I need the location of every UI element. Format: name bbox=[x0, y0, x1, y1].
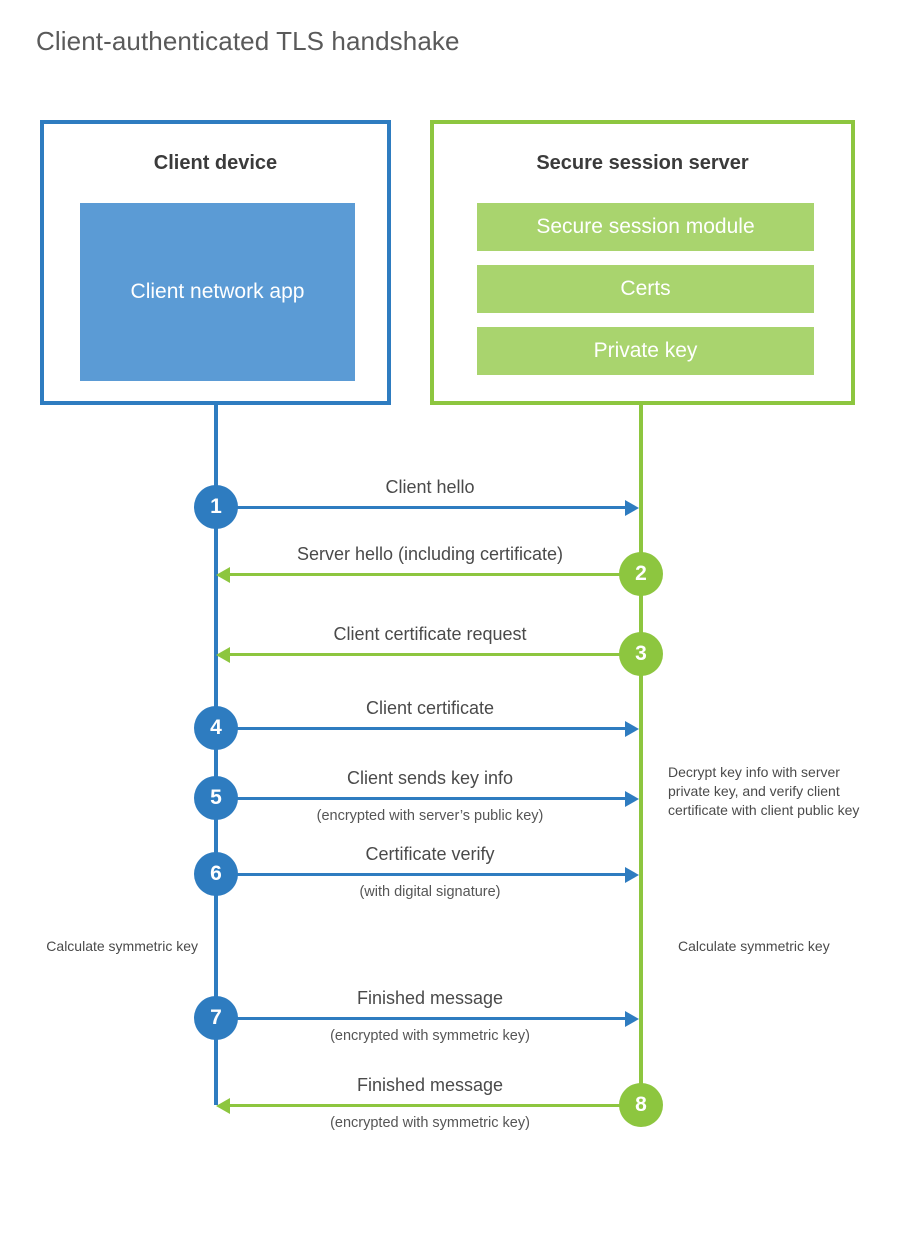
step-badge-6[interactable]: 6 bbox=[194, 852, 238, 896]
step-4-arrow-shaft bbox=[216, 727, 625, 730]
step-6-arrow-head-icon bbox=[625, 867, 639, 883]
client-lifeline bbox=[214, 405, 218, 1105]
server-calculate-symmetric-key-annotation: Calculate symmetric key bbox=[678, 938, 830, 954]
step-4-label: Client certificate bbox=[365, 698, 495, 718]
step-8-arrow-head-icon bbox=[216, 1098, 230, 1114]
server-lifeline bbox=[639, 405, 643, 1105]
step-3-label: Client certificate request bbox=[333, 624, 527, 644]
step-7-arrow-shaft bbox=[216, 1017, 625, 1020]
step-badge-5[interactable]: 5 bbox=[194, 776, 238, 820]
step-1-arrow-head-icon bbox=[625, 500, 639, 516]
secure-session-server-box: Secure session server Secure session mod… bbox=[430, 120, 855, 405]
step-7-sublabel: (encrypted with symmetric key) bbox=[330, 1028, 530, 1044]
step-5-arrow-head-icon bbox=[625, 791, 639, 807]
step-5-label: Client sends key info bbox=[346, 768, 514, 788]
server-components-list: Secure session module Certs Private key bbox=[477, 203, 814, 375]
step-badge-2[interactable]: 2 bbox=[619, 552, 663, 596]
step-6-arrow-shaft bbox=[216, 873, 625, 876]
step-3-arrow-shaft bbox=[230, 653, 621, 656]
step-3-arrow-head-icon bbox=[216, 647, 230, 663]
client-device-title: Client device bbox=[153, 152, 278, 174]
step-badge-3[interactable]: 3 bbox=[619, 632, 663, 676]
step-7-arrow-head-icon bbox=[625, 1011, 639, 1027]
client-network-app-block: Client network app bbox=[80, 203, 355, 381]
step-2-arrow-head-icon bbox=[216, 567, 230, 583]
client-calculate-symmetric-key-annotation: Calculate symmetric key bbox=[46, 938, 198, 954]
secure-session-server-title: Secure session server bbox=[536, 152, 749, 174]
client-device-box: Client device Client network app bbox=[40, 120, 391, 405]
step-2-arrow-shaft bbox=[230, 573, 621, 576]
server-component-secure-session-module: Secure session module bbox=[477, 203, 814, 251]
step-7-label: Finished message bbox=[356, 988, 504, 1008]
step-8-sublabel: (encrypted with symmetric key) bbox=[330, 1115, 530, 1131]
step-5-arrow-shaft bbox=[216, 797, 625, 800]
step-8-label: Finished message bbox=[356, 1075, 504, 1095]
server-component-certs: Certs bbox=[477, 265, 814, 313]
step-5-sublabel: (encrypted with server’s public key) bbox=[316, 808, 544, 824]
server-component-private-key: Private key bbox=[477, 327, 814, 375]
step-6-sublabel: (with digital signature) bbox=[359, 884, 501, 900]
step-badge-1[interactable]: 1 bbox=[194, 485, 238, 529]
page-title: Client-authenticated TLS handshake bbox=[36, 26, 460, 56]
step-1-arrow-shaft bbox=[216, 506, 625, 509]
step-8-arrow-shaft bbox=[230, 1104, 621, 1107]
step-badge-4[interactable]: 4 bbox=[194, 706, 238, 750]
step-6-label: Certificate verify bbox=[365, 844, 495, 864]
server-decrypt-annotation: Decrypt key info with server private key… bbox=[668, 764, 860, 818]
step-4-arrow-head-icon bbox=[625, 721, 639, 737]
step-1-label: Client hello bbox=[385, 477, 475, 497]
step-2-label: Server hello (including certificate) bbox=[296, 544, 564, 564]
step-badge-7[interactable]: 7 bbox=[194, 996, 238, 1040]
step-badge-8[interactable]: 8 bbox=[619, 1083, 663, 1127]
